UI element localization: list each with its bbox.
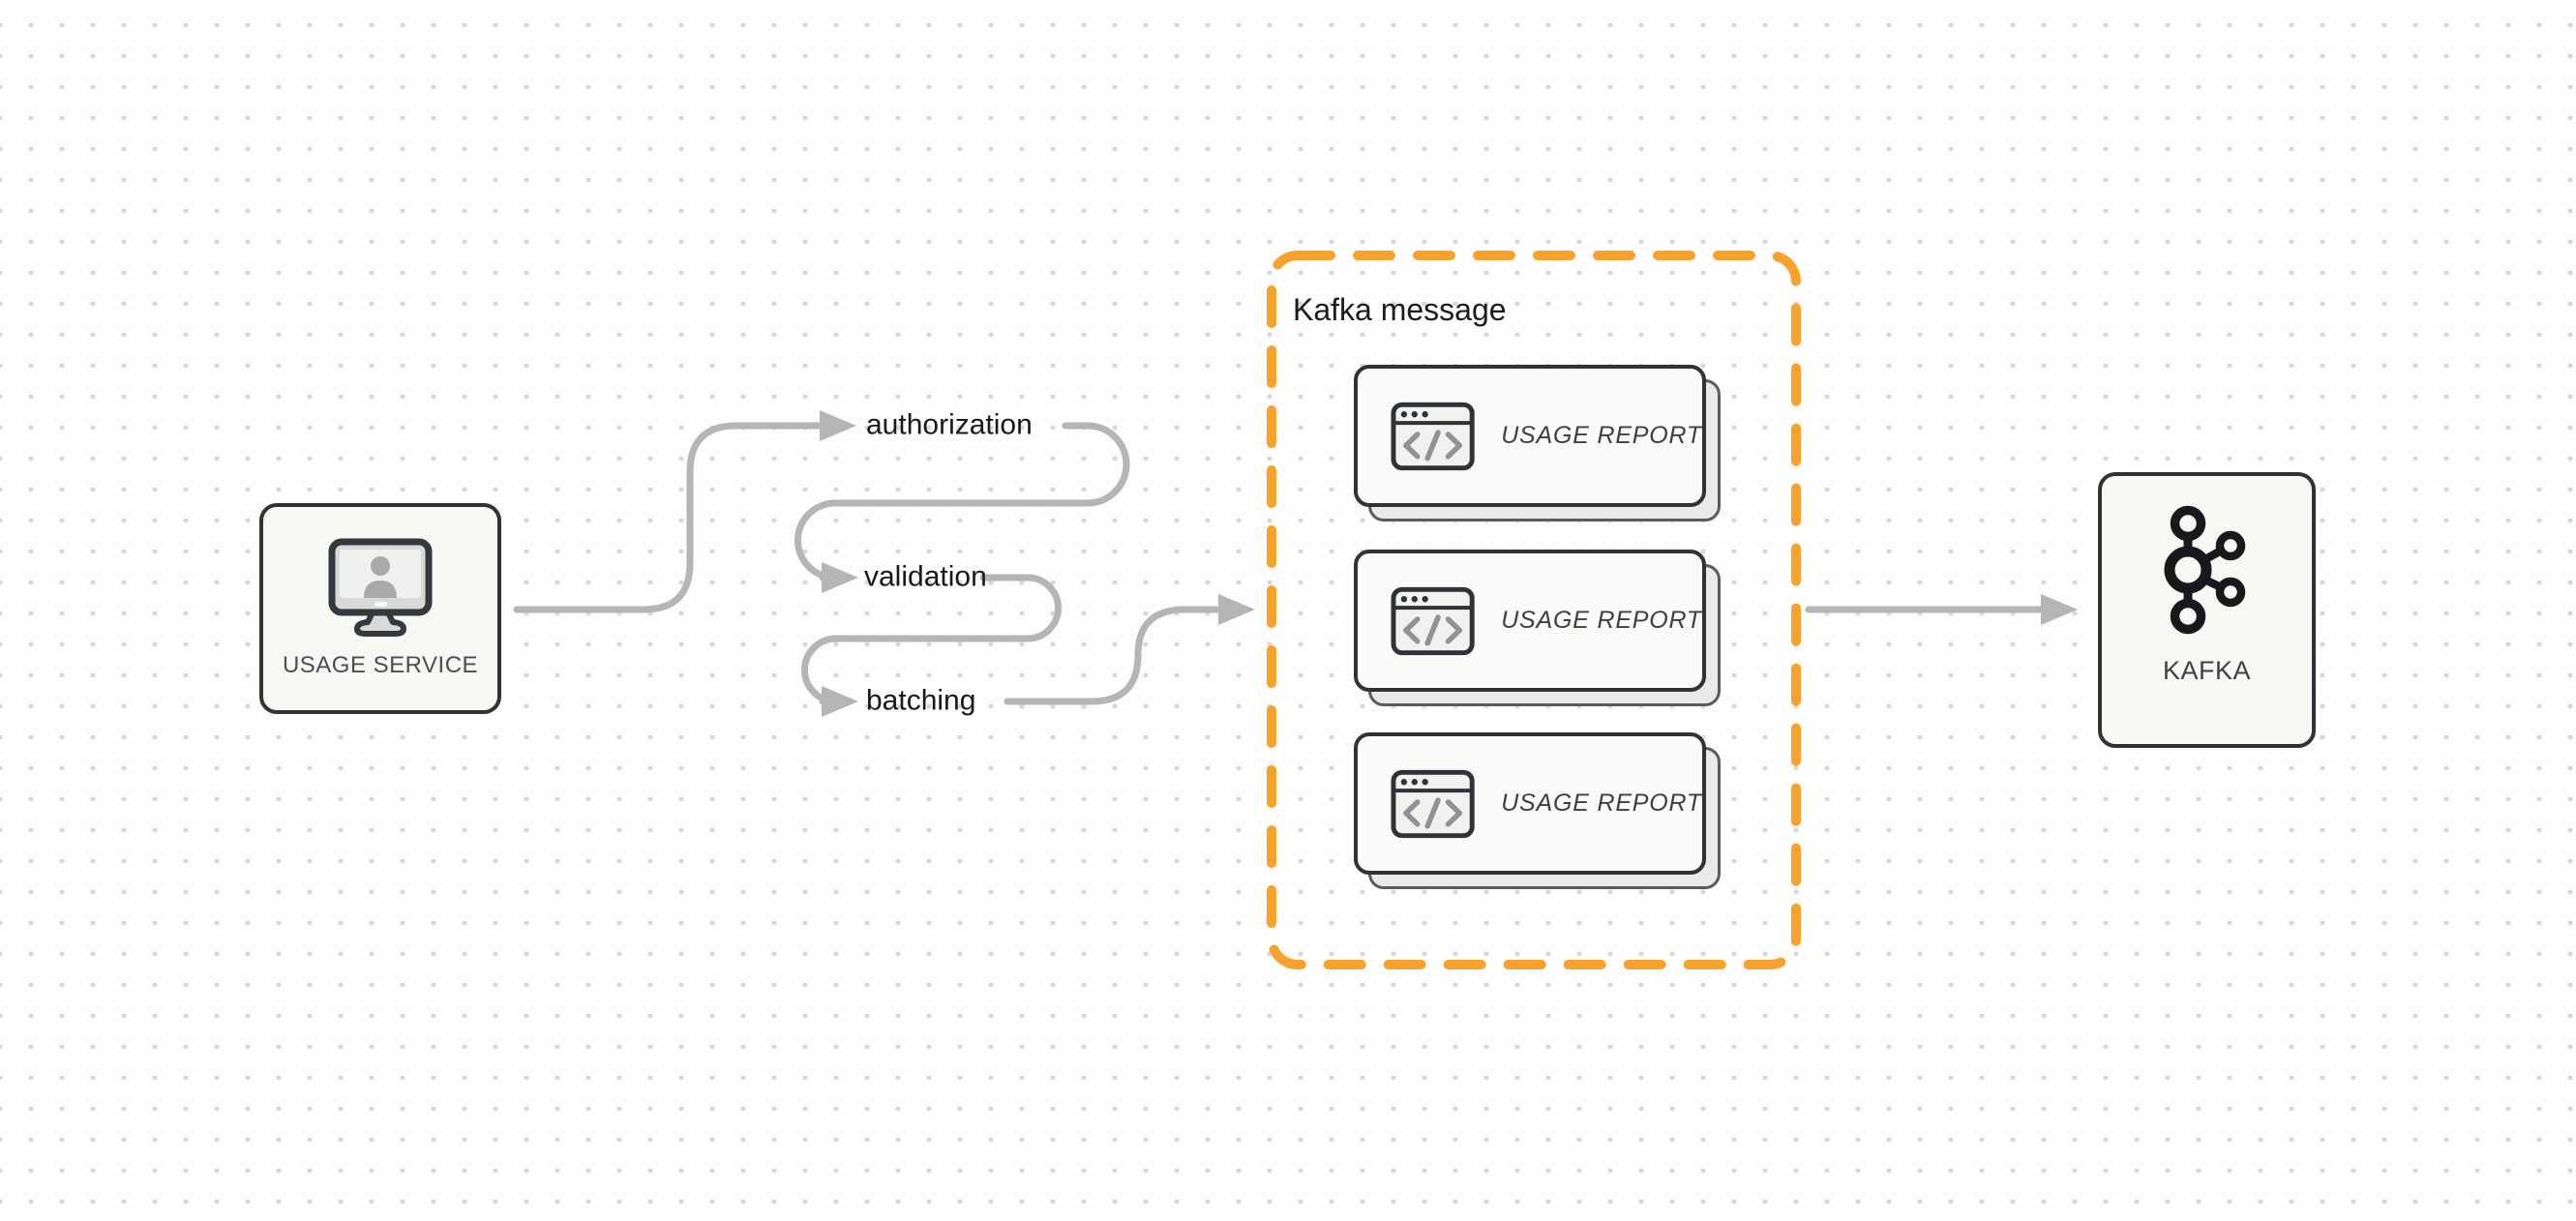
usage-report-label: USAGE REPORT [1501, 422, 1702, 449]
kafka-message-group-title: Kafka message [1293, 292, 1507, 327]
usage-report-label: USAGE REPORT [1501, 789, 1702, 817]
step-authorization[interactable]: authorization [866, 408, 1033, 441]
usage-service-label: USAGE SERVICE [282, 652, 479, 678]
step-validation[interactable]: validation [864, 560, 987, 593]
arrow-authorization-to-validation [794, 422, 1130, 581]
dashed-group-border [1267, 251, 1801, 969]
code-window-icon [1391, 402, 1475, 470]
usage-service-node[interactable]: USAGE SERVICE [259, 503, 501, 714]
arrowhead-authorization [820, 410, 856, 441]
step-batching[interactable]: batching [866, 684, 976, 717]
arrowhead-kafka-message [1218, 594, 1255, 625]
code-window-icon [1391, 769, 1475, 838]
kafka-node[interactable]: KAFKA [2098, 472, 2316, 748]
usage-report-card[interactable]: USAGE REPORT [1354, 365, 1722, 522]
usage-report-card[interactable]: USAGE REPORT [1354, 550, 1722, 707]
usage-report-card[interactable]: USAGE REPORT [1354, 732, 1722, 890]
arrow-usage-to-authorization [513, 422, 823, 613]
code-window-icon [1391, 586, 1475, 655]
kafka-label: KAFKA [2162, 656, 2252, 685]
arrowhead-batching [822, 686, 858, 717]
kafka-message-group[interactable]: Kafka message USAGE REPORT [1266, 250, 1802, 970]
usage-report-label: USAGE REPORT [1501, 607, 1702, 634]
arrow-validation-to-batching [801, 574, 1062, 705]
kafka-logo-icon [2164, 505, 2245, 635]
arrowhead-kafka [2041, 594, 2078, 625]
monitor-user-icon [328, 538, 433, 637]
arrow-batching-to-kafka-message [1003, 606, 1221, 705]
arrowhead-validation [822, 562, 858, 593]
